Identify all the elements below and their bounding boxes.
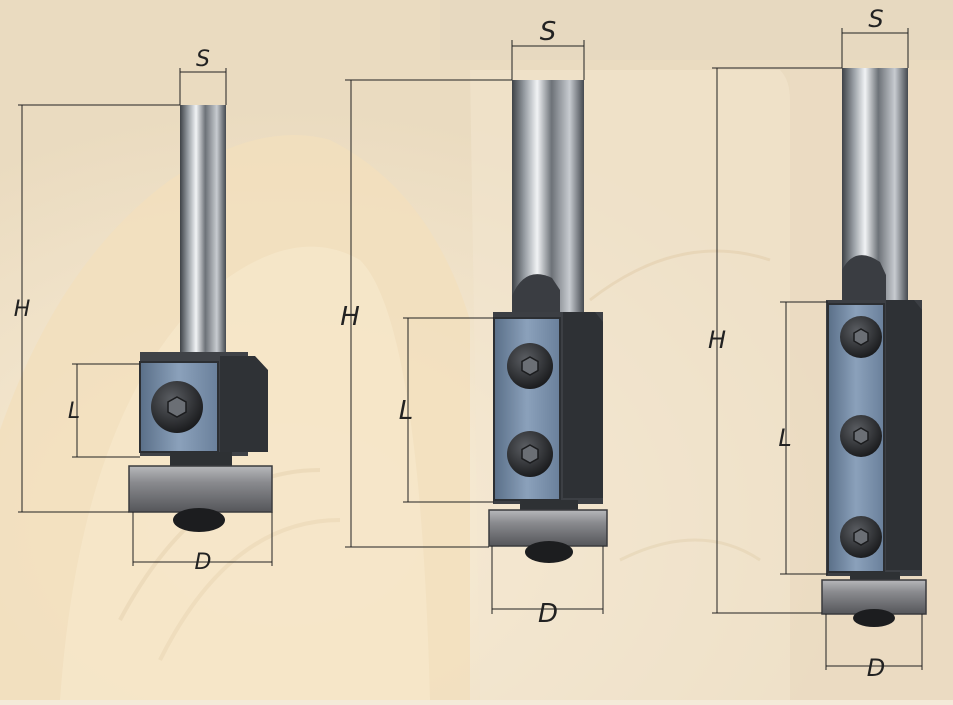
shank — [512, 80, 584, 315]
guide-bearing — [129, 466, 272, 512]
bearing-screw — [173, 508, 225, 532]
cutting-length-label: L — [399, 396, 414, 426]
dimension-lines — [345, 40, 604, 614]
bearing-screw — [525, 541, 573, 563]
guide-bearing — [822, 580, 926, 614]
cutting-length-label: L — [778, 424, 791, 452]
height-label: H — [708, 326, 726, 354]
height-label: H — [14, 297, 31, 322]
cutter-edge — [220, 356, 268, 452]
shank-diameter-label: S — [868, 5, 883, 33]
shank — [180, 105, 226, 355]
cutter-edge — [886, 300, 922, 570]
flute-notch — [842, 255, 886, 300]
router-bit-long: S H L D — [708, 5, 927, 682]
guide-bearing — [489, 510, 607, 546]
dimension-lines — [712, 28, 923, 670]
router-bit-medium: S H L D — [340, 17, 608, 629]
cutter-edge — [563, 312, 603, 498]
cutting-diameter-label: D — [538, 599, 558, 629]
cutting-diameter-label: D — [195, 550, 212, 575]
bearing-screw — [853, 609, 895, 627]
cutting-diameter-label: D — [867, 654, 885, 682]
flute-notch — [512, 274, 560, 312]
shank-diameter-label: S — [196, 47, 210, 72]
height-label: H — [340, 302, 360, 332]
cutting-length-label: L — [68, 399, 80, 424]
router-bit-short: S H L D — [14, 47, 273, 575]
dimension-lines — [18, 68, 273, 566]
shank-diameter-label: S — [540, 17, 557, 47]
